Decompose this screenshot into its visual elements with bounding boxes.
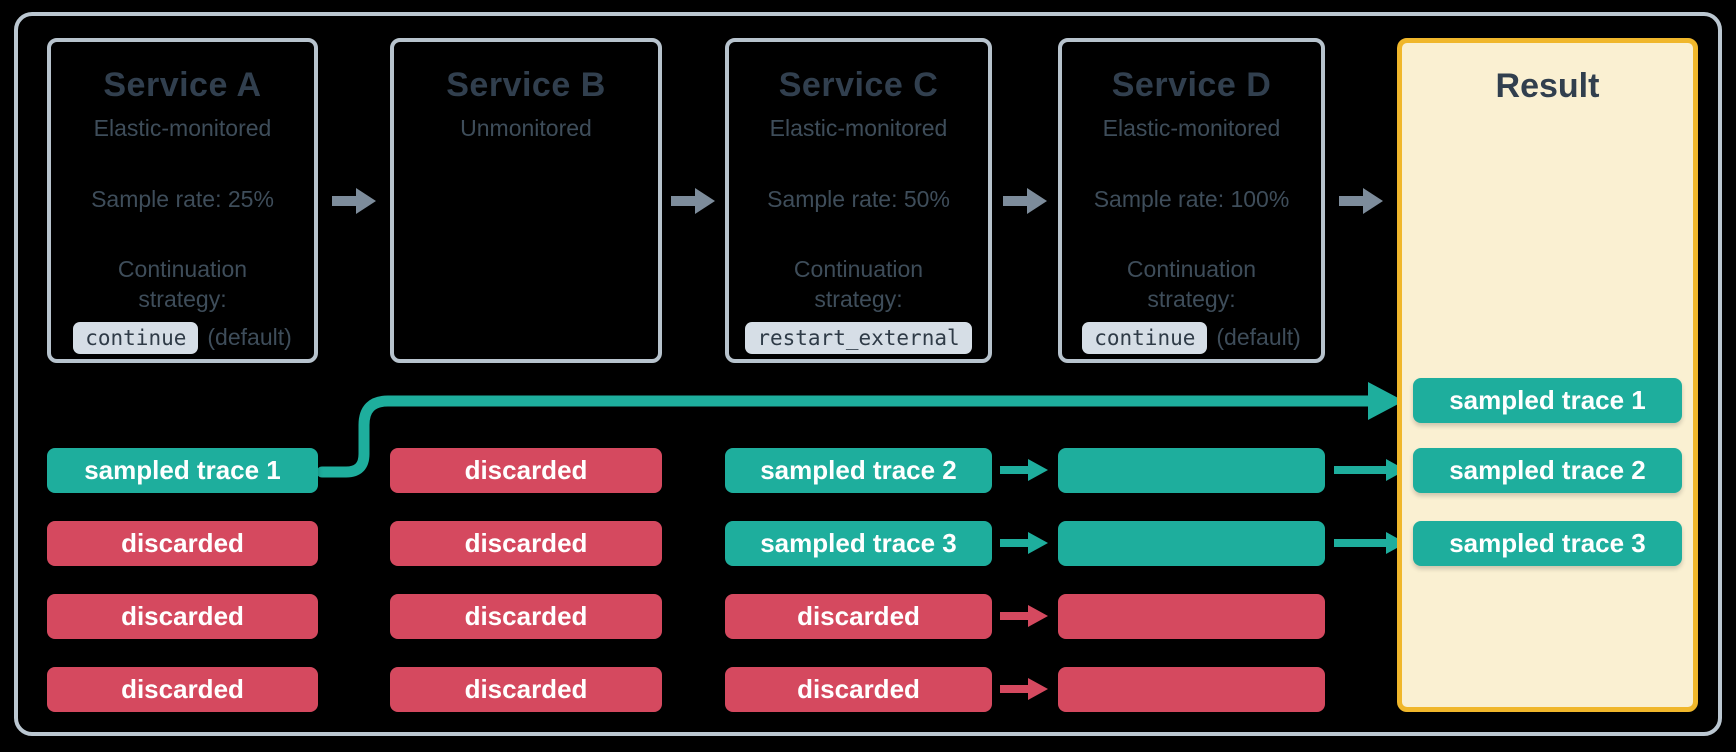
trace-arrow-icon bbox=[1000, 456, 1048, 484]
trace-chip bbox=[1058, 594, 1325, 639]
long-sampled-trace-arrow bbox=[312, 345, 1422, 490]
strategy-value-row: continue (default) bbox=[1062, 321, 1321, 354]
service-box-c: Service C Elastic-monitored Sample rate:… bbox=[725, 38, 992, 363]
service-title: Service A bbox=[103, 66, 262, 104]
continuation-strategy-label: Continuation strategy: bbox=[793, 256, 924, 312]
service-subtitle: Unmonitored bbox=[460, 115, 592, 141]
flow-arrow-icon bbox=[671, 185, 715, 217]
trace-chip: discarded bbox=[390, 448, 662, 493]
sample-rate: Sample rate: 50% bbox=[767, 186, 950, 212]
service-title: Service D bbox=[1111, 66, 1272, 104]
result-title: Result bbox=[1495, 67, 1600, 105]
trace-arrow-icon bbox=[1000, 529, 1048, 557]
flow-arrow-icon bbox=[1339, 185, 1383, 217]
continuation-strategy-label: Continuation strategy: bbox=[1126, 256, 1257, 312]
strategy-value-row: restart_external bbox=[729, 321, 988, 354]
strategy-code-chip: restart_external bbox=[745, 321, 972, 354]
result-box: Result sampled trace 1 sampled trace 2 s… bbox=[1397, 38, 1698, 712]
trace-arrow-icon bbox=[1334, 456, 1406, 484]
trace-chip: discarded bbox=[390, 594, 662, 639]
trace-chip: discarded bbox=[47, 667, 318, 712]
trace-chip: sampled trace 2 bbox=[725, 448, 992, 493]
trace-arrow-icon bbox=[1000, 675, 1048, 703]
flow-arrow-icon bbox=[332, 185, 376, 217]
trace-arrow-icon bbox=[1000, 602, 1048, 630]
sample-rate: Sample rate: 100% bbox=[1093, 186, 1290, 212]
trace-chip bbox=[1058, 448, 1325, 493]
result-chip: sampled trace 1 bbox=[1413, 378, 1682, 423]
result-chip: sampled trace 3 bbox=[1413, 521, 1682, 566]
service-subtitle: Elastic-monitored bbox=[769, 115, 948, 141]
trace-chip: discarded bbox=[725, 594, 992, 639]
continuation-strategy-label: Continuation strategy: bbox=[117, 256, 248, 312]
strategy-value-row: continue (default) bbox=[51, 321, 314, 354]
trace-chip bbox=[1058, 521, 1325, 566]
sample-rate: Sample rate: 25% bbox=[91, 186, 274, 212]
trace-chip: sampled trace 1 bbox=[47, 448, 318, 493]
service-title: Service C bbox=[778, 66, 939, 104]
outer-frame bbox=[14, 12, 1722, 736]
trace-chip: discarded bbox=[390, 667, 662, 712]
flow-arrow-icon bbox=[1003, 185, 1047, 217]
trace-chip: discarded bbox=[390, 521, 662, 566]
strategy-default-note: (default) bbox=[1216, 324, 1301, 351]
trace-chip: discarded bbox=[47, 521, 318, 566]
strategy-code-chip: continue bbox=[1082, 321, 1208, 354]
service-subtitle: Elastic-monitored bbox=[1102, 115, 1281, 141]
trace-chip bbox=[1058, 667, 1325, 712]
strategy-code-chip: continue bbox=[73, 321, 199, 354]
service-title: Service B bbox=[446, 66, 606, 104]
service-box-b: Service B Unmonitored bbox=[390, 38, 662, 363]
trace-chip: sampled trace 3 bbox=[725, 521, 992, 566]
trace-chip: discarded bbox=[725, 667, 992, 712]
service-subtitle: Elastic-monitored bbox=[93, 115, 272, 141]
strategy-default-note: (default) bbox=[207, 324, 292, 351]
trace-chip: discarded bbox=[47, 594, 318, 639]
result-chip: sampled trace 2 bbox=[1413, 448, 1682, 493]
trace-arrow-icon bbox=[1334, 529, 1406, 557]
service-box-a: Service A Elastic-monitored Sample rate:… bbox=[47, 38, 318, 363]
service-box-d: Service D Elastic-monitored Sample rate:… bbox=[1058, 38, 1325, 363]
